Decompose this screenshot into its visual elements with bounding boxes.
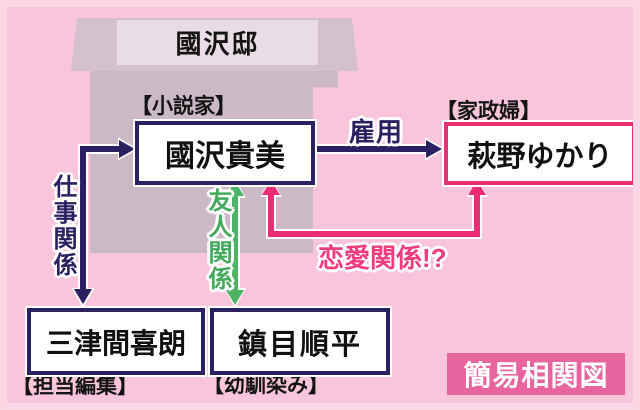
character-box-kunisawa-takami: 國沢貴美 xyxy=(135,121,315,185)
diagram-type-badge: 簡易相関図 xyxy=(447,353,625,395)
character-box-shizume-junpei: 鎮目順平 xyxy=(210,308,390,375)
relation-label-romance: 恋愛関係!? xyxy=(318,243,447,273)
role-housekeeper: 【家政婦】 xyxy=(436,99,541,123)
relation-label-employment: 雇用 xyxy=(349,117,404,147)
role-editor: 【担当編集】 xyxy=(12,374,138,398)
character-name-hagino-yukari: 萩野ゆかり xyxy=(467,140,613,173)
relation-label-friendship: 友人関係 xyxy=(204,188,231,292)
character-name-kunisawa-takami: 國沢貴美 xyxy=(165,140,285,173)
role-novelist: 【小説家】 xyxy=(131,94,236,118)
character-box-mitsuma-kiro: 三津間喜朗 xyxy=(27,308,205,375)
character-name-shizume-junpei: 鎮目順平 xyxy=(237,328,362,361)
role-childhood-friend: 【幼馴染み】 xyxy=(203,373,329,397)
character-name-mitsuma-kiro: 三津間喜朗 xyxy=(45,328,186,360)
residence-title: 國沢邸 xyxy=(175,30,260,59)
residence-title-bar: 國沢邸 xyxy=(117,20,318,65)
diagram-type-badge-label: 簡易相関図 xyxy=(463,361,609,392)
relation-label-work: 仕事関係 xyxy=(49,174,76,278)
character-box-hagino-yukari: 萩野ゆかり xyxy=(444,122,636,185)
